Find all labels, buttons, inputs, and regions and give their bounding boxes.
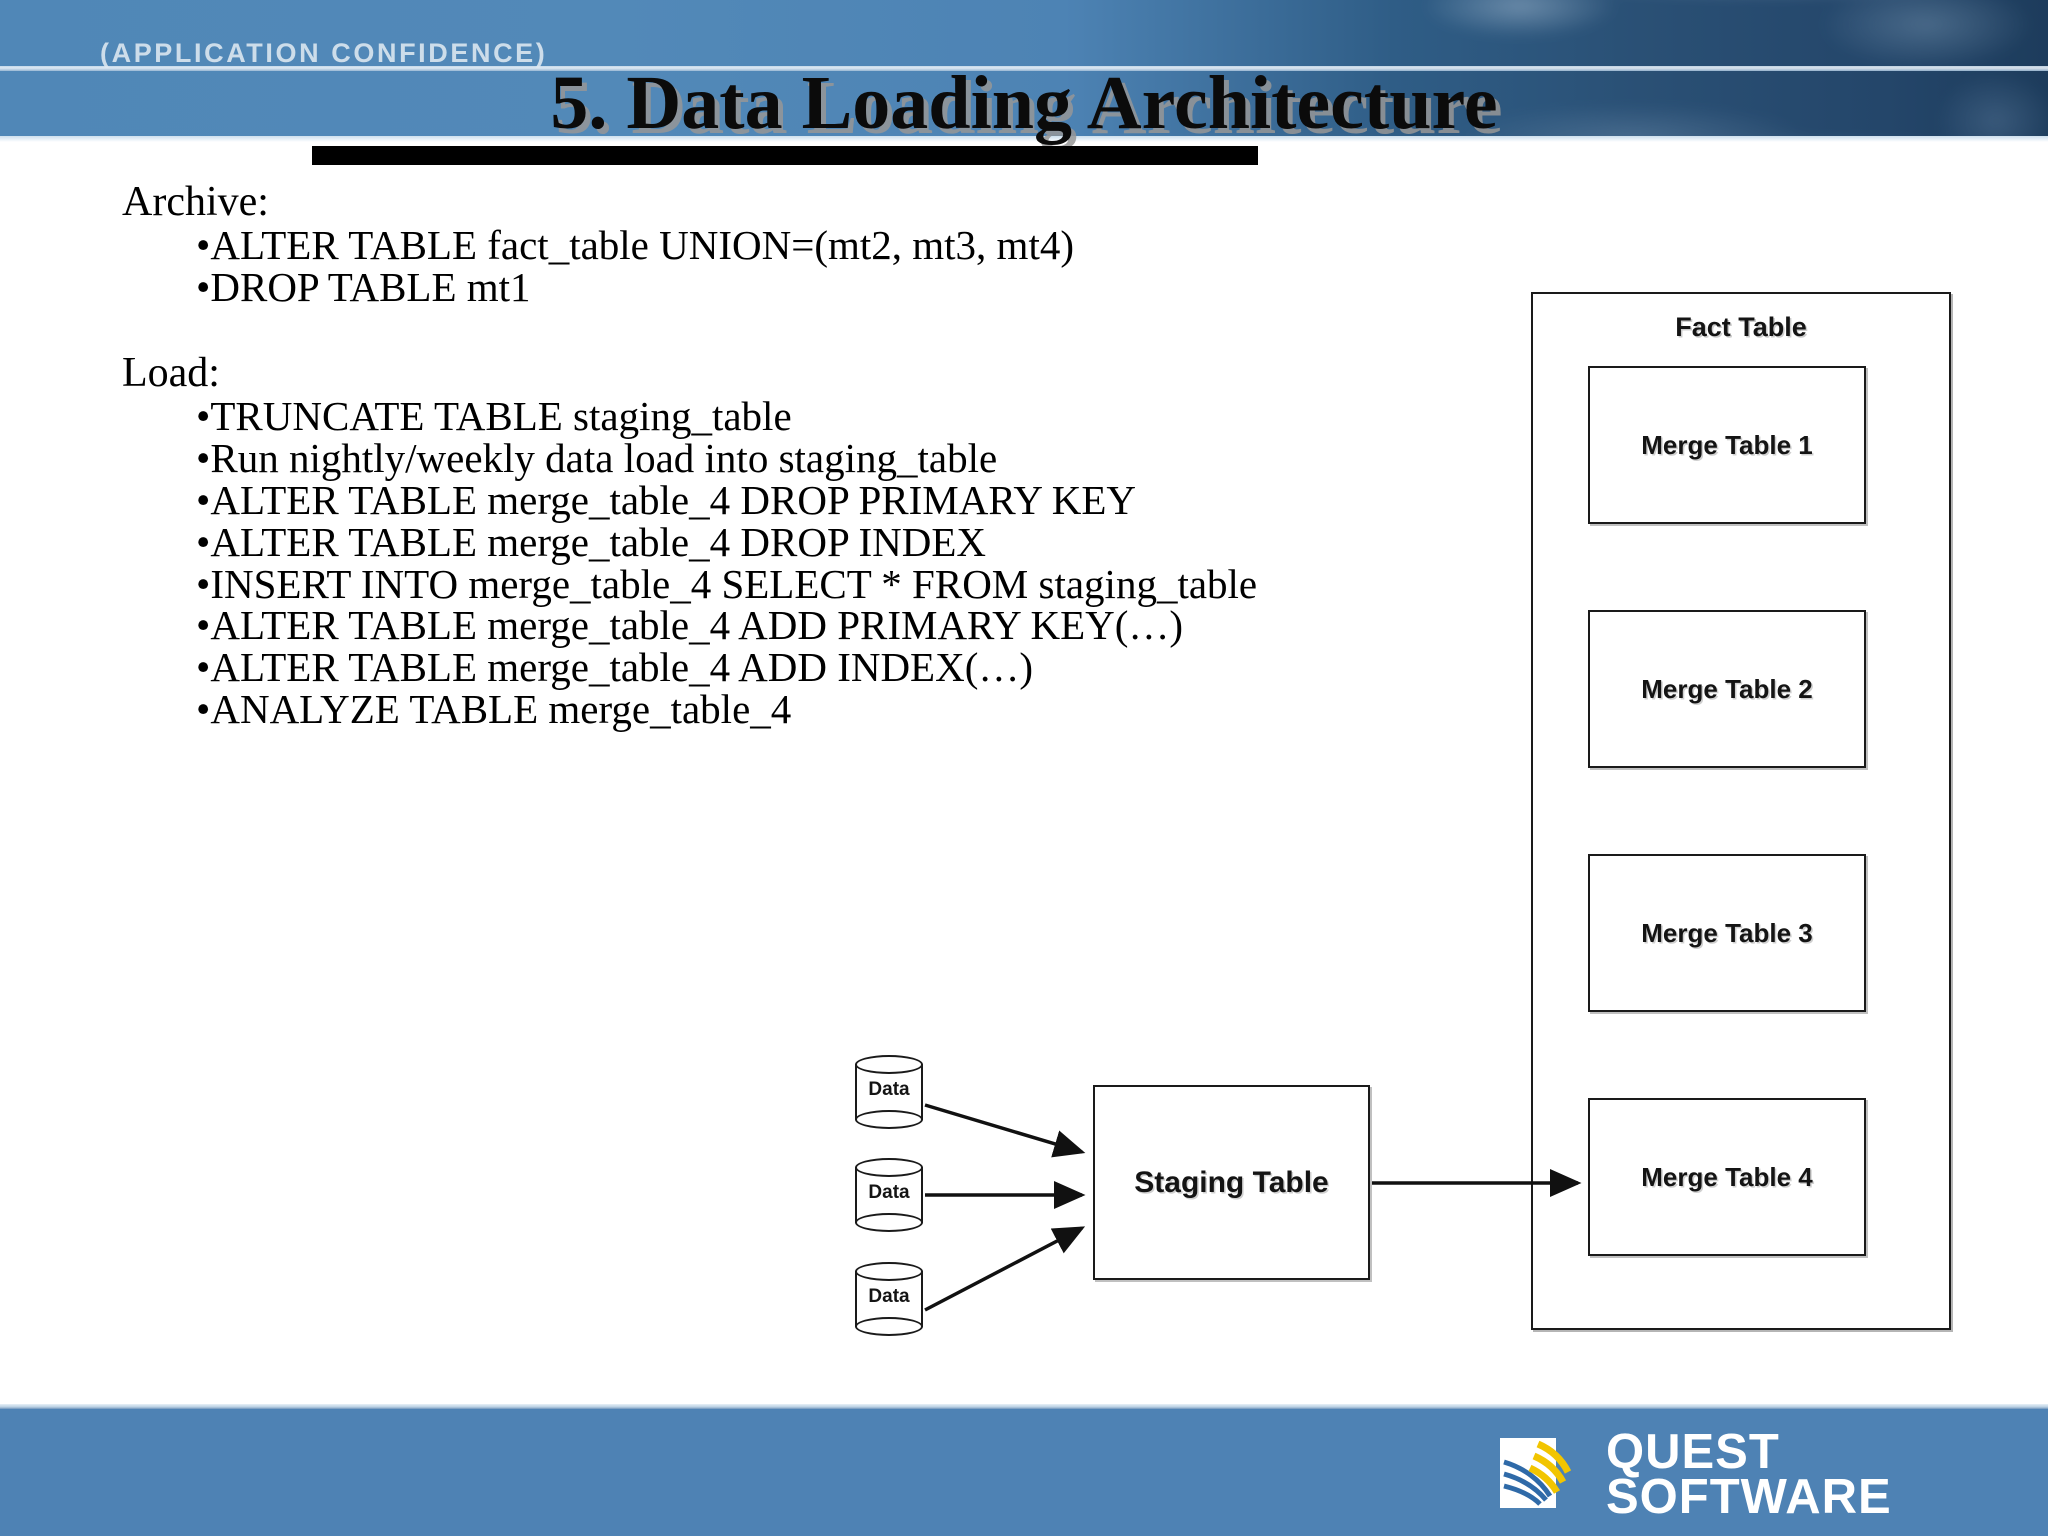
cylinder-bottom — [855, 1317, 923, 1336]
data-source-cylinder-1-icon: Data — [855, 1055, 923, 1129]
arrow-source3-to-staging — [924, 1226, 1086, 1312]
fact-table-label: Fact Table — [1675, 312, 1807, 342]
list-item-label: Run nightly/weekly data load into stagin… — [210, 435, 998, 482]
cylinder-bottom — [855, 1213, 923, 1232]
list-item-label: ALTER TABLE fact_table UNION=(mt2, mt3, … — [210, 222, 1074, 269]
bullet-list-load: •TRUNCATE TABLE staging_table •Run night… — [0, 393, 1257, 733]
bullet-glyph-icon: • — [196, 518, 211, 565]
section-heading-load: Load: — [122, 349, 220, 396]
data-source-cylinder-2-icon: Data — [855, 1158, 923, 1232]
list-item: •ALTER TABLE fact_table UNION=(mt2, mt3,… — [196, 222, 1160, 269]
cylinder-top — [855, 1262, 923, 1281]
data-source-3-label: Data — [868, 1286, 910, 1307]
section-heading-archive: Archive: — [122, 179, 269, 225]
list-item: •TRUNCATE TABLE staging_table — [196, 393, 1160, 440]
merge-table-3-box: Merge Table 3 — [1588, 854, 1866, 1012]
bullet-glyph-icon: • — [196, 602, 211, 649]
list-item: •DROP TABLE mt1 — [196, 264, 1160, 311]
cylinder-top — [855, 1055, 923, 1074]
bullet-glyph-icon: • — [196, 644, 211, 691]
bullet-glyph-icon: • — [196, 222, 211, 269]
footer-top-edge — [0, 1404, 2048, 1409]
bullet-list-archive: •ALTER TABLE fact_table UNION=(mt2, mt3,… — [0, 222, 1160, 311]
merge-table-1-box: Merge Table 1 — [1588, 366, 1866, 524]
list-item: •ALTER TABLE merge_table_4 ADD PRIMARY K… — [196, 602, 1183, 649]
list-item-label: ALTER TABLE merge_table_4 ADD PRIMARY KE… — [210, 602, 1184, 649]
arrow-source1-to-staging — [924, 1103, 1086, 1158]
list-item-label: ALTER TABLE merge_table_4 ADD INDEX(…) — [210, 644, 1034, 691]
page-title: 5. Data Loading Architecture — [550, 61, 1498, 145]
title-underline-bar — [312, 146, 1258, 165]
cylinder-bottom — [855, 1110, 923, 1129]
quest-software-logo: QUEST SOFTWARE — [1494, 1428, 1994, 1522]
merge-table-3-label: Merge Table 3 — [1641, 917, 1813, 948]
list-item-label: DROP TABLE mt1 — [210, 264, 531, 311]
header-band — [0, 0, 2048, 140]
merge-table-4-box: Merge Table 4 — [1588, 1098, 1866, 1256]
cylinder-top — [855, 1158, 923, 1177]
merge-table-4-label: Merge Table 4 — [1641, 1161, 1813, 1192]
quest-logo-mark-icon — [1500, 1438, 1572, 1508]
list-item: •INSERT INTO merge_table_4 SELECT * FROM… — [196, 560, 1257, 607]
data-source-1-label: Data — [868, 1079, 910, 1100]
footer-band — [0, 1408, 2048, 1536]
list-item-label: ALTER TABLE merge_table_4 DROP INDEX — [210, 518, 986, 565]
slide-body: Archive: •ALTER TABLE fact_table UNION=(… — [0, 179, 1257, 733]
list-item-label: ALTER TABLE merge_table_4 DROP PRIMARY K… — [210, 476, 1137, 523]
bullet-glyph-icon: • — [196, 686, 211, 733]
bullet-glyph-icon: • — [196, 435, 211, 482]
staging-table-label: Staging Table — [1134, 1165, 1329, 1199]
application-confidence-eyebrow: (APPLICATION CONFIDENCE) — [100, 38, 548, 68]
logo-line-software: SOFTWARE — [1606, 1470, 1892, 1524]
bullet-glyph-icon: • — [196, 393, 211, 440]
staging-table-box: Staging Table — [1093, 1085, 1370, 1280]
list-item-label: INSERT INTO merge_table_4 SELECT * FROM … — [210, 560, 1258, 607]
header-bottom-edge — [0, 136, 2048, 142]
quest-logo-wordmark: QUEST SOFTWARE — [1606, 1425, 1892, 1524]
merge-table-2-box: Merge Table 2 — [1588, 610, 1866, 768]
list-item: •ALTER TABLE merge_table_4 ADD INDEX(…) — [196, 644, 1160, 691]
merge-table-1-label: Merge Table 1 — [1641, 429, 1813, 460]
list-item: •ALTER TABLE merge_table_4 DROP INDEX — [196, 518, 1160, 565]
bullet-glyph-icon: • — [196, 476, 211, 523]
list-item-label: TRUNCATE TABLE staging_table — [210, 393, 792, 440]
section-spacer — [0, 309, 1160, 351]
list-item: •ANALYZE TABLE merge_table_4 — [196, 686, 1160, 733]
merge-table-2-label: Merge Table 2 — [1641, 673, 1813, 704]
bullet-glyph-icon: • — [196, 560, 211, 607]
header-rule — [0, 66, 2048, 71]
logo-line-quest: QUEST — [1606, 1425, 1780, 1479]
bullet-glyph-icon: • — [196, 264, 211, 311]
list-item: •Run nightly/weekly data load into stagi… — [196, 435, 1160, 482]
data-source-cylinder-3-icon: Data — [855, 1262, 923, 1336]
data-source-2-label: Data — [868, 1182, 910, 1203]
fact-table-container: Fact Table Merge Table 1 Merge Table 2 M… — [1531, 292, 1951, 1330]
list-item-label: ANALYZE TABLE merge_table_4 — [210, 686, 792, 733]
list-item: •ALTER TABLE merge_table_4 DROP PRIMARY … — [196, 476, 1160, 523]
